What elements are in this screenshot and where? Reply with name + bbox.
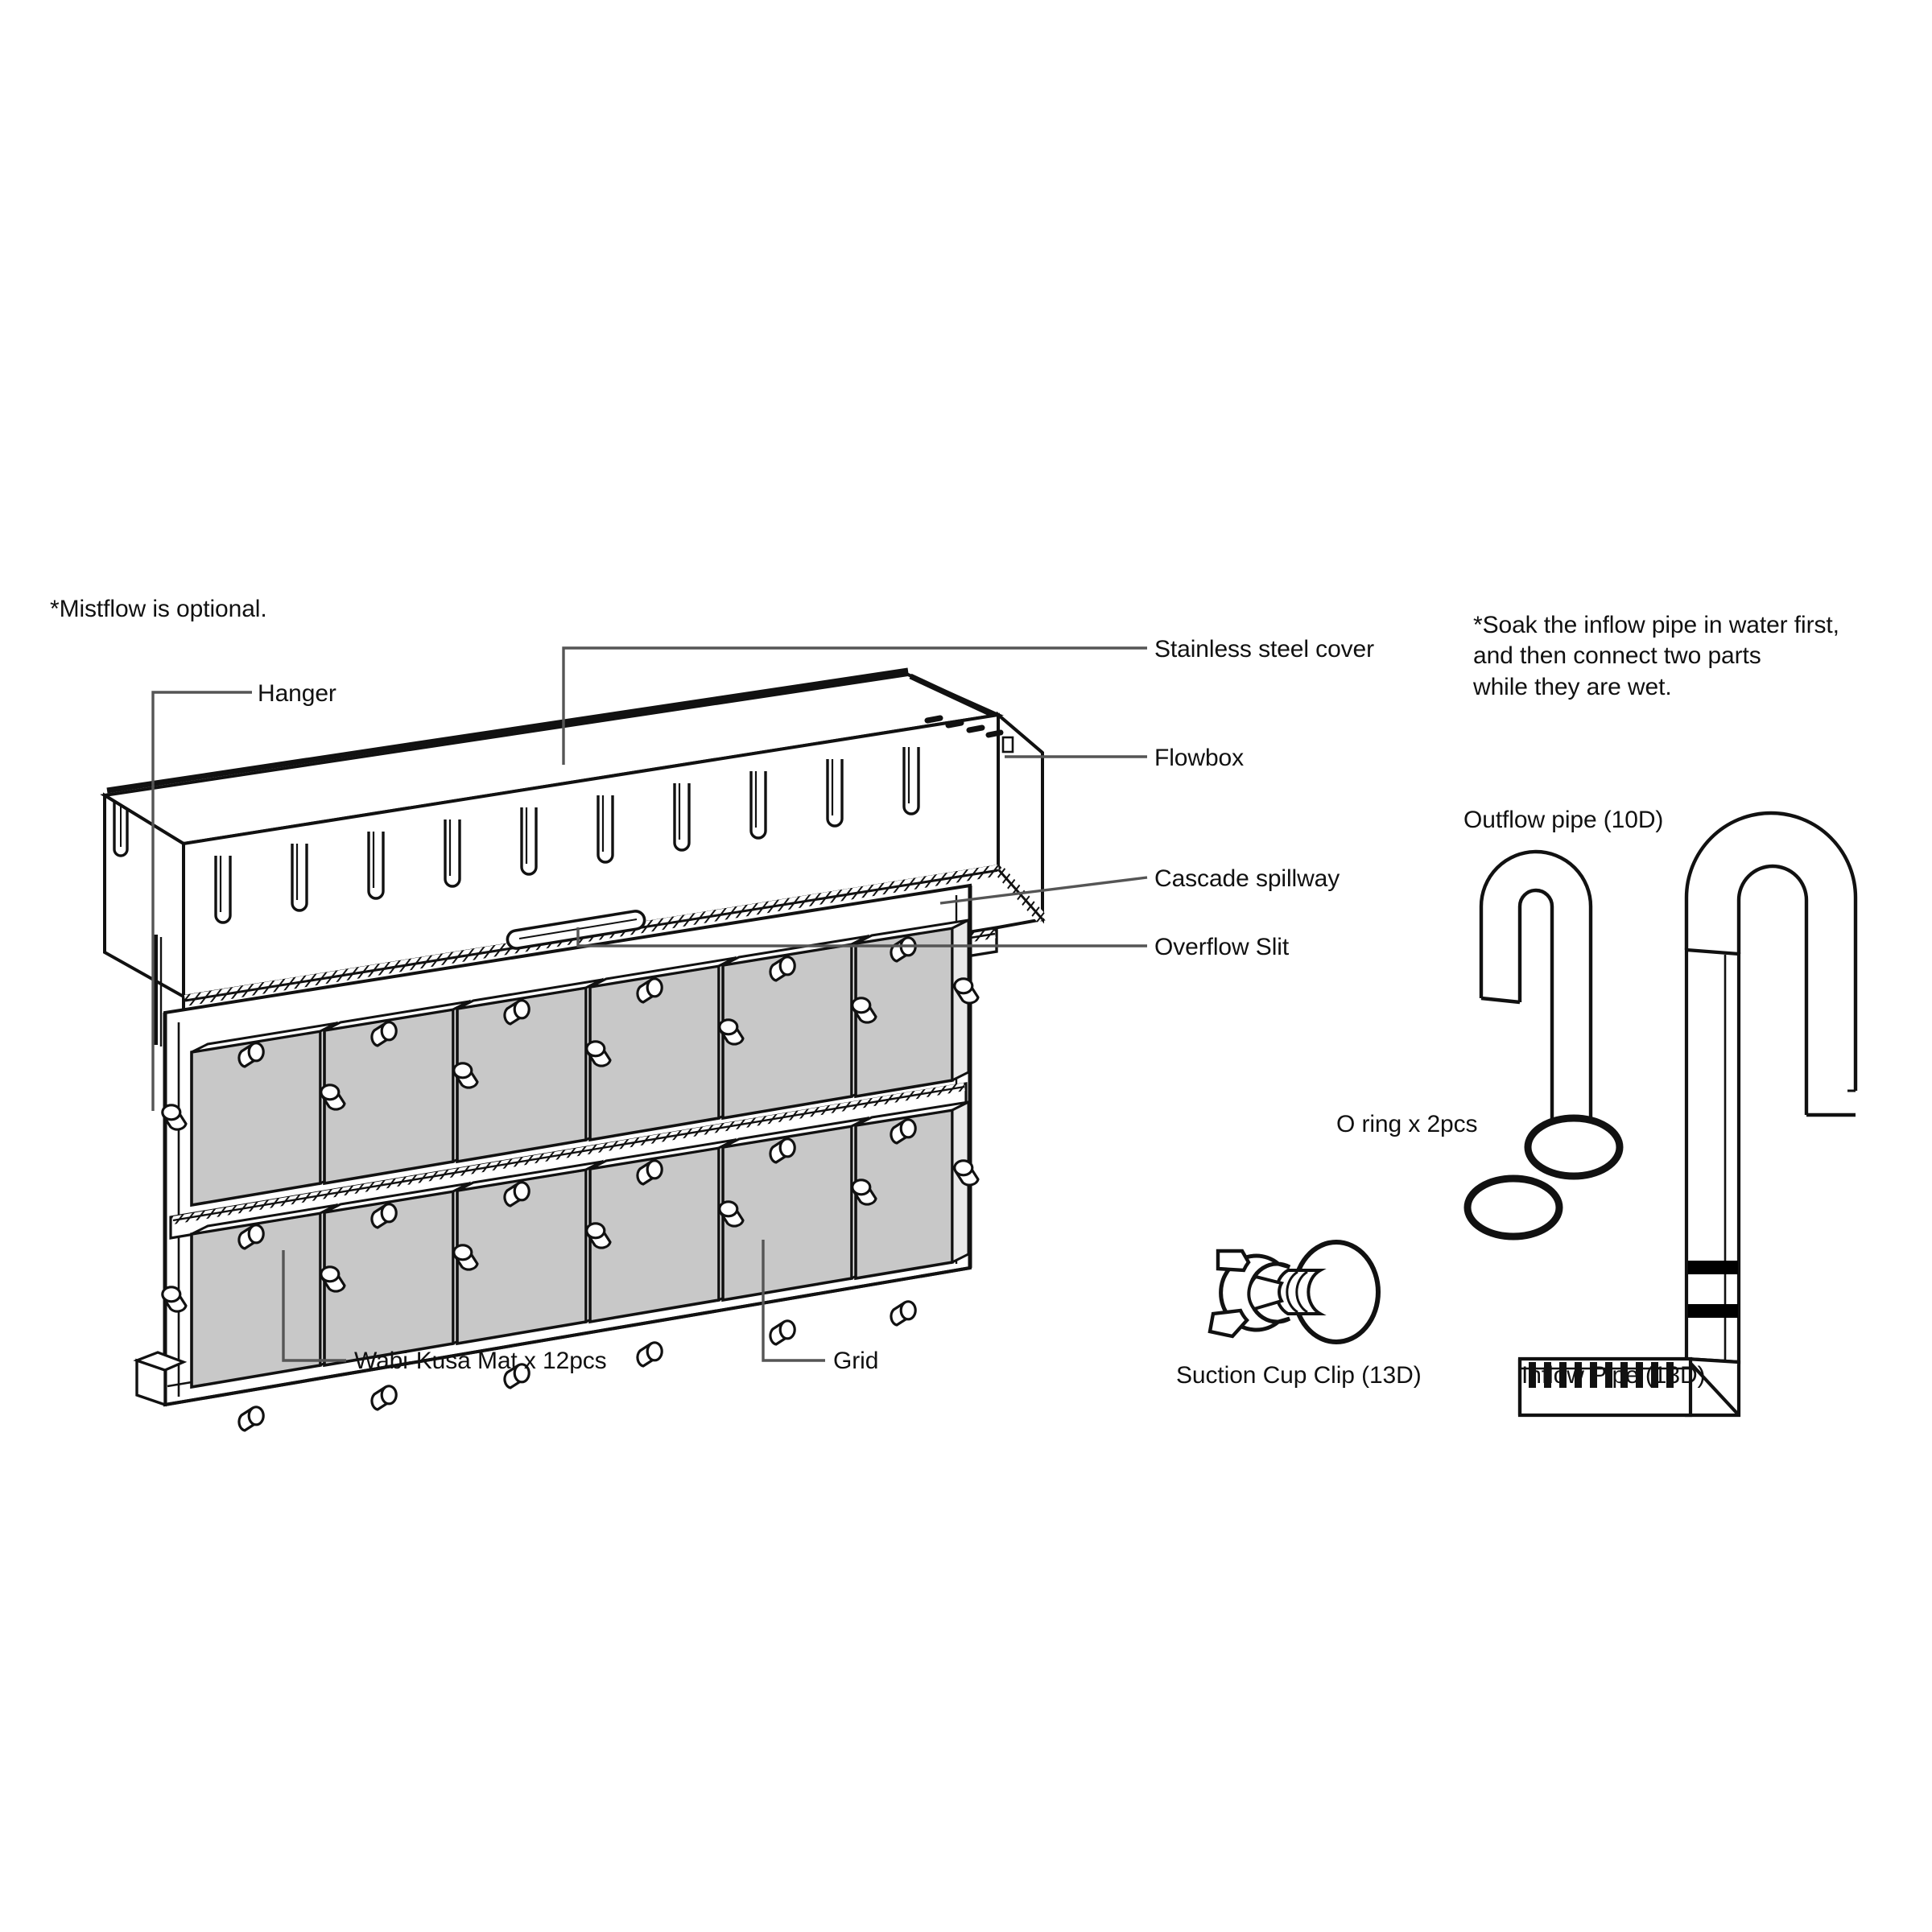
flowbox-assembly [100,646,1148,1432]
leader-mat [282,1250,346,1362]
flowbox-right-endcap [924,711,1044,924]
leader-overflow [576,927,1147,947]
wabi-kusa-mat [854,1100,970,1281]
wabi-kusa-mat [854,918,970,1099]
leader-cover [562,646,1147,765]
wabi-kusa-mat-row-upper [190,918,970,1208]
suction-cup-clip-shape [1208,1240,1381,1344]
leader-cascade [939,876,1148,905]
part-label-outflow-pipe: Outflow pipe (10D) [1463,807,1664,833]
callout-label-flowbox: Flowbox [1154,745,1245,771]
callout-label-overflow-slit: Overflow Slit [1154,934,1290,960]
part-label-o-ring: O ring x 2pcs [1336,1111,1478,1137]
callout-leader-lines [151,646,1148,1362]
soak-inflow-note: *Soak the inflow pipe in water first, an… [1473,612,1839,700]
flowbox-left-endcap [103,792,185,1046]
callout-label-cascade-spillway: Cascade spillway [1154,865,1340,892]
callout-label-stainless-steel-cover: Stainless steel cover [1154,636,1375,663]
leader-grid [762,1240,825,1362]
part-label-suction-cup-clip: Suction Cup Clip (13D) [1176,1362,1422,1389]
callout-label-hanger: Hanger [258,680,336,707]
o-ring-shapes [1463,1114,1624,1241]
inflow-pipe-shape [1517,811,1858,1418]
outflow-pipe-shape [1479,849,1593,1154]
part-label-inflow-pipe: Inflow Pipe (13D) [1521,1362,1706,1389]
leader-hanger [151,691,252,1111]
callout-label-grid: Grid [833,1348,879,1374]
callout-label-wabi-kusa-mat: Wabi-Kusa Mat x 12pcs [354,1348,607,1374]
mistflow-note: *Mistflow is optional. [50,596,267,622]
